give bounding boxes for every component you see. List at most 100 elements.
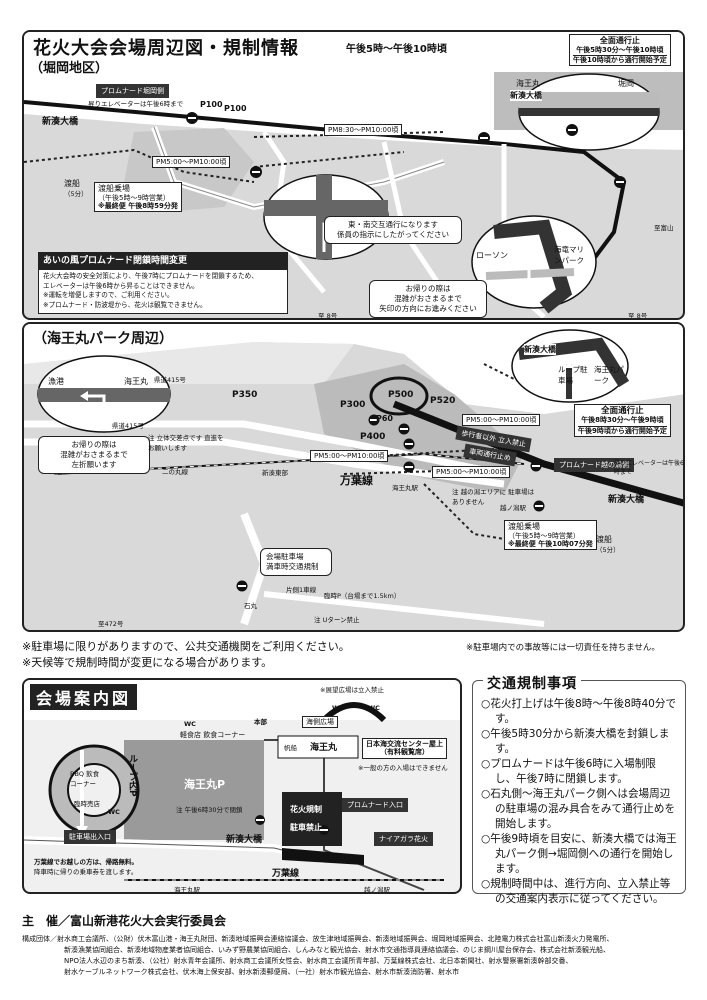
bbq-label: BBQ 飲食コーナー	[70, 770, 100, 788]
traffic-rules-title: 交通規制事項	[483, 673, 581, 693]
lawson-label: ローソン	[476, 251, 508, 260]
members-label: 構成団体／	[22, 935, 57, 943]
tent-note: ※展望広場は立入禁止	[320, 686, 384, 694]
mid-full-closure-line1: 午後8時30分～午後9時頃	[581, 416, 664, 425]
return-notice-line1: お帰りの際は	[405, 284, 451, 293]
parking-p400: P400	[360, 432, 386, 442]
venue-title: 会場案内図	[30, 684, 138, 710]
ferry-dock-hours: （午後5時～9時営業）	[98, 193, 170, 202]
kaiomaru-label: 海王丸	[516, 79, 540, 88]
kaiomaru-ship-label: 海王丸	[310, 743, 338, 753]
return-notice-mid-line2: 混雑がおさまるまで	[60, 450, 128, 460]
parking-p100a: P100	[200, 100, 223, 109]
regulation-route	[253, 151, 405, 168]
members-line4: 射水ケーブルネットワーク株式会社、伏木海上保安部、射水新湊郵便局、（一社）射水市…	[64, 967, 460, 976]
no-entry-icon	[530, 460, 542, 472]
top-full-closure-box: 全面通行止 午後5時30分～午後10時頃 午後10時頃から通行開始予定	[569, 34, 671, 67]
parking-p100b: P100	[224, 104, 247, 113]
koshinokata-station: 越ノ潟駅	[500, 504, 526, 512]
wc-4: WC	[108, 808, 120, 816]
wc-1: WC	[184, 720, 196, 728]
shinminato-bridge-road	[392, 400, 683, 507]
ainokaze-body2: エレベーターは午後6時から昇ることはできません。	[43, 281, 199, 290]
no-entry-icon	[255, 815, 265, 825]
return-notice-mid-line3: 左折願います	[71, 460, 117, 470]
tall-ship-label: 帆船	[284, 744, 297, 752]
kaiomaru-ship	[277, 735, 359, 759]
regulation-time-2: PM5:00～PM10:00頃	[152, 156, 231, 169]
traffic-note: 注 立体交差点です 直進をお願いします	[148, 434, 224, 452]
ferry-mid-label: 渡船	[596, 535, 612, 544]
kataoka-lane: 片側1車線	[286, 586, 317, 594]
route415-label: 県道415号	[154, 376, 186, 384]
no-entry-icon	[236, 580, 248, 592]
fireworks-reg-label: 花火規制	[290, 805, 322, 814]
regulation-route	[253, 131, 445, 138]
members-line2: 新湊漁業協同組合、新湊地域物産業者協同組合、いみず野農業協同組合、しんみなと観光…	[64, 945, 610, 954]
kaiomaru-park-label: 海王丸パーク	[594, 365, 624, 385]
nihonkai-center-line2: （有料観覧席）	[380, 748, 429, 757]
no-entry-icon	[403, 461, 415, 473]
park-area	[314, 364, 524, 494]
nihonkai-center-line1: 日本海交流センター屋上	[366, 740, 443, 748]
organizer-members: 構成団体／射水商工会議所、（公財）伏木富山港・海王丸財団、新湊地域振興会連絡協議…	[22, 934, 688, 977]
mid-map-panel: （海王丸パーク周辺） 漁港 海王丸 県道415号 県道415号 お帰りの際は 混…	[22, 322, 685, 632]
kaiomaru-station: 海王丸駅	[392, 484, 418, 492]
parking-p520: P520	[430, 396, 456, 406]
ishimaru-label: 石丸	[244, 602, 257, 610]
return-notice-top: お帰りの際は 混雑がおさまるまで 矢印の方向にお進みください	[369, 280, 487, 318]
parking-p300a: P300	[340, 400, 366, 410]
no-entry-icon	[319, 825, 329, 835]
venue-kaiomaru-station: 海王丸駅	[174, 886, 200, 894]
full-closure-line2: 午後10時頃から通行開始予定	[573, 54, 667, 64]
no-entry-icon	[533, 500, 545, 512]
paid-note: ※一般の方の入場はできません	[358, 764, 448, 772]
upper-note: 注 午後6時30分で閉鎖	[176, 806, 243, 814]
top-map-area: （堀岡地区）	[30, 61, 109, 76]
fireworks-regulation-block	[282, 792, 342, 846]
regulation-route	[323, 448, 495, 460]
honbu-label: 本部	[254, 718, 267, 726]
venue-manyo-label: 万葉線	[272, 869, 300, 879]
route415b-label: 県道415号	[112, 422, 144, 430]
venue-koshinokata: 越ノ潟駅	[364, 886, 390, 894]
route472: 至472号	[98, 620, 124, 628]
return-notice-line2: 混雑がおさまるまで	[394, 294, 462, 304]
traffic-rules-box: 交通規制事項 ○花火打上げは午後8時～午後8時40分です。 ○午後5時30分から…	[472, 673, 686, 905]
return-notice-mid-line1: お帰りの際は	[71, 440, 117, 449]
ainokaze-title: あいの風プロムナード閉鎖時間変更	[39, 253, 287, 271]
top-map-panel: 花火大会会場周辺図・規制情報 （堀岡地区） 午後5時～午後10時頃 全面通行止 …	[22, 30, 685, 320]
traffic-rule-item: ○花火打上げは午後8時～午後8時40分です。	[481, 698, 677, 726]
traffic-rule-item: ○石丸側～海王丸パーク側へは会場周辺の駐車場の混み具合をみて通行止めを開始します…	[481, 788, 676, 831]
mid-map-title: （海王丸パーク周辺）	[30, 328, 176, 348]
promenade-horioka-label: プロムナード堀岡側	[96, 84, 169, 98]
observation-square	[321, 702, 387, 723]
nijo-line: 二の丸線	[162, 468, 188, 476]
main-road	[263, 591, 545, 627]
traffic-rule-item: ○午後9時頃を目安に、新湊大橋では海王丸パーク側→堀岡側への通行を開始します。	[481, 833, 677, 876]
members-line3: NPO法人水辺のまち新湊、（公社）射水青年会議所、射水商工会議所女性会、射水商工…	[64, 956, 573, 965]
fishport-label: 漁港	[48, 377, 64, 386]
pm-time-2: PM5:00～PM10:00頃	[310, 450, 389, 463]
ferry-mid-time: （5分）	[596, 546, 620, 554]
venue-bridge-label: 新湊大橋	[226, 835, 263, 845]
venue-parking-box: 会場駐車場 満車時交通規制	[260, 548, 332, 577]
no-entry-icon	[403, 438, 415, 450]
traffic-rule-item: ○規制時間中は、進行方向、立入禁止等の交通案内表示に従ってください。	[481, 878, 671, 906]
ferry-dock-label: 渡船乗場	[98, 184, 130, 193]
no-entry-icon	[478, 132, 490, 144]
uturn-note: 注 Uターン禁止	[314, 616, 360, 624]
oneway-notice-line2: 係員の指示にしたがってください	[337, 230, 449, 240]
promenade-in-label: プロムナード入口	[342, 798, 408, 812]
route-8: 至 8号	[318, 312, 338, 320]
no-entry-icon	[186, 112, 198, 124]
shinminato-bridge-road	[24, 100, 627, 274]
full-closure-line1: 午後5時30分～午後10時頃	[576, 45, 664, 54]
ferry-dock-mid-last: ※最終便 午後10時07分発	[508, 539, 593, 548]
pm-time-1: PM5:00～PM10:00頃	[462, 414, 541, 427]
manyo-note1: 万葉線でお越しの方は、帰路無料。	[34, 858, 138, 866]
ferry-dock-mid-box: 渡船乗場 （午後5時～9時営業） ※最終便 午後10時07分発	[504, 520, 597, 551]
ferry-dock-mid-hours: （午後5時～9時営業）	[508, 531, 580, 540]
members-line1: 構成団体／射水商工会議所、（公財）伏木富山港・海王丸財団、新湊地域振興会連絡協議…	[22, 934, 688, 945]
parking-p500: P500	[388, 390, 414, 400]
